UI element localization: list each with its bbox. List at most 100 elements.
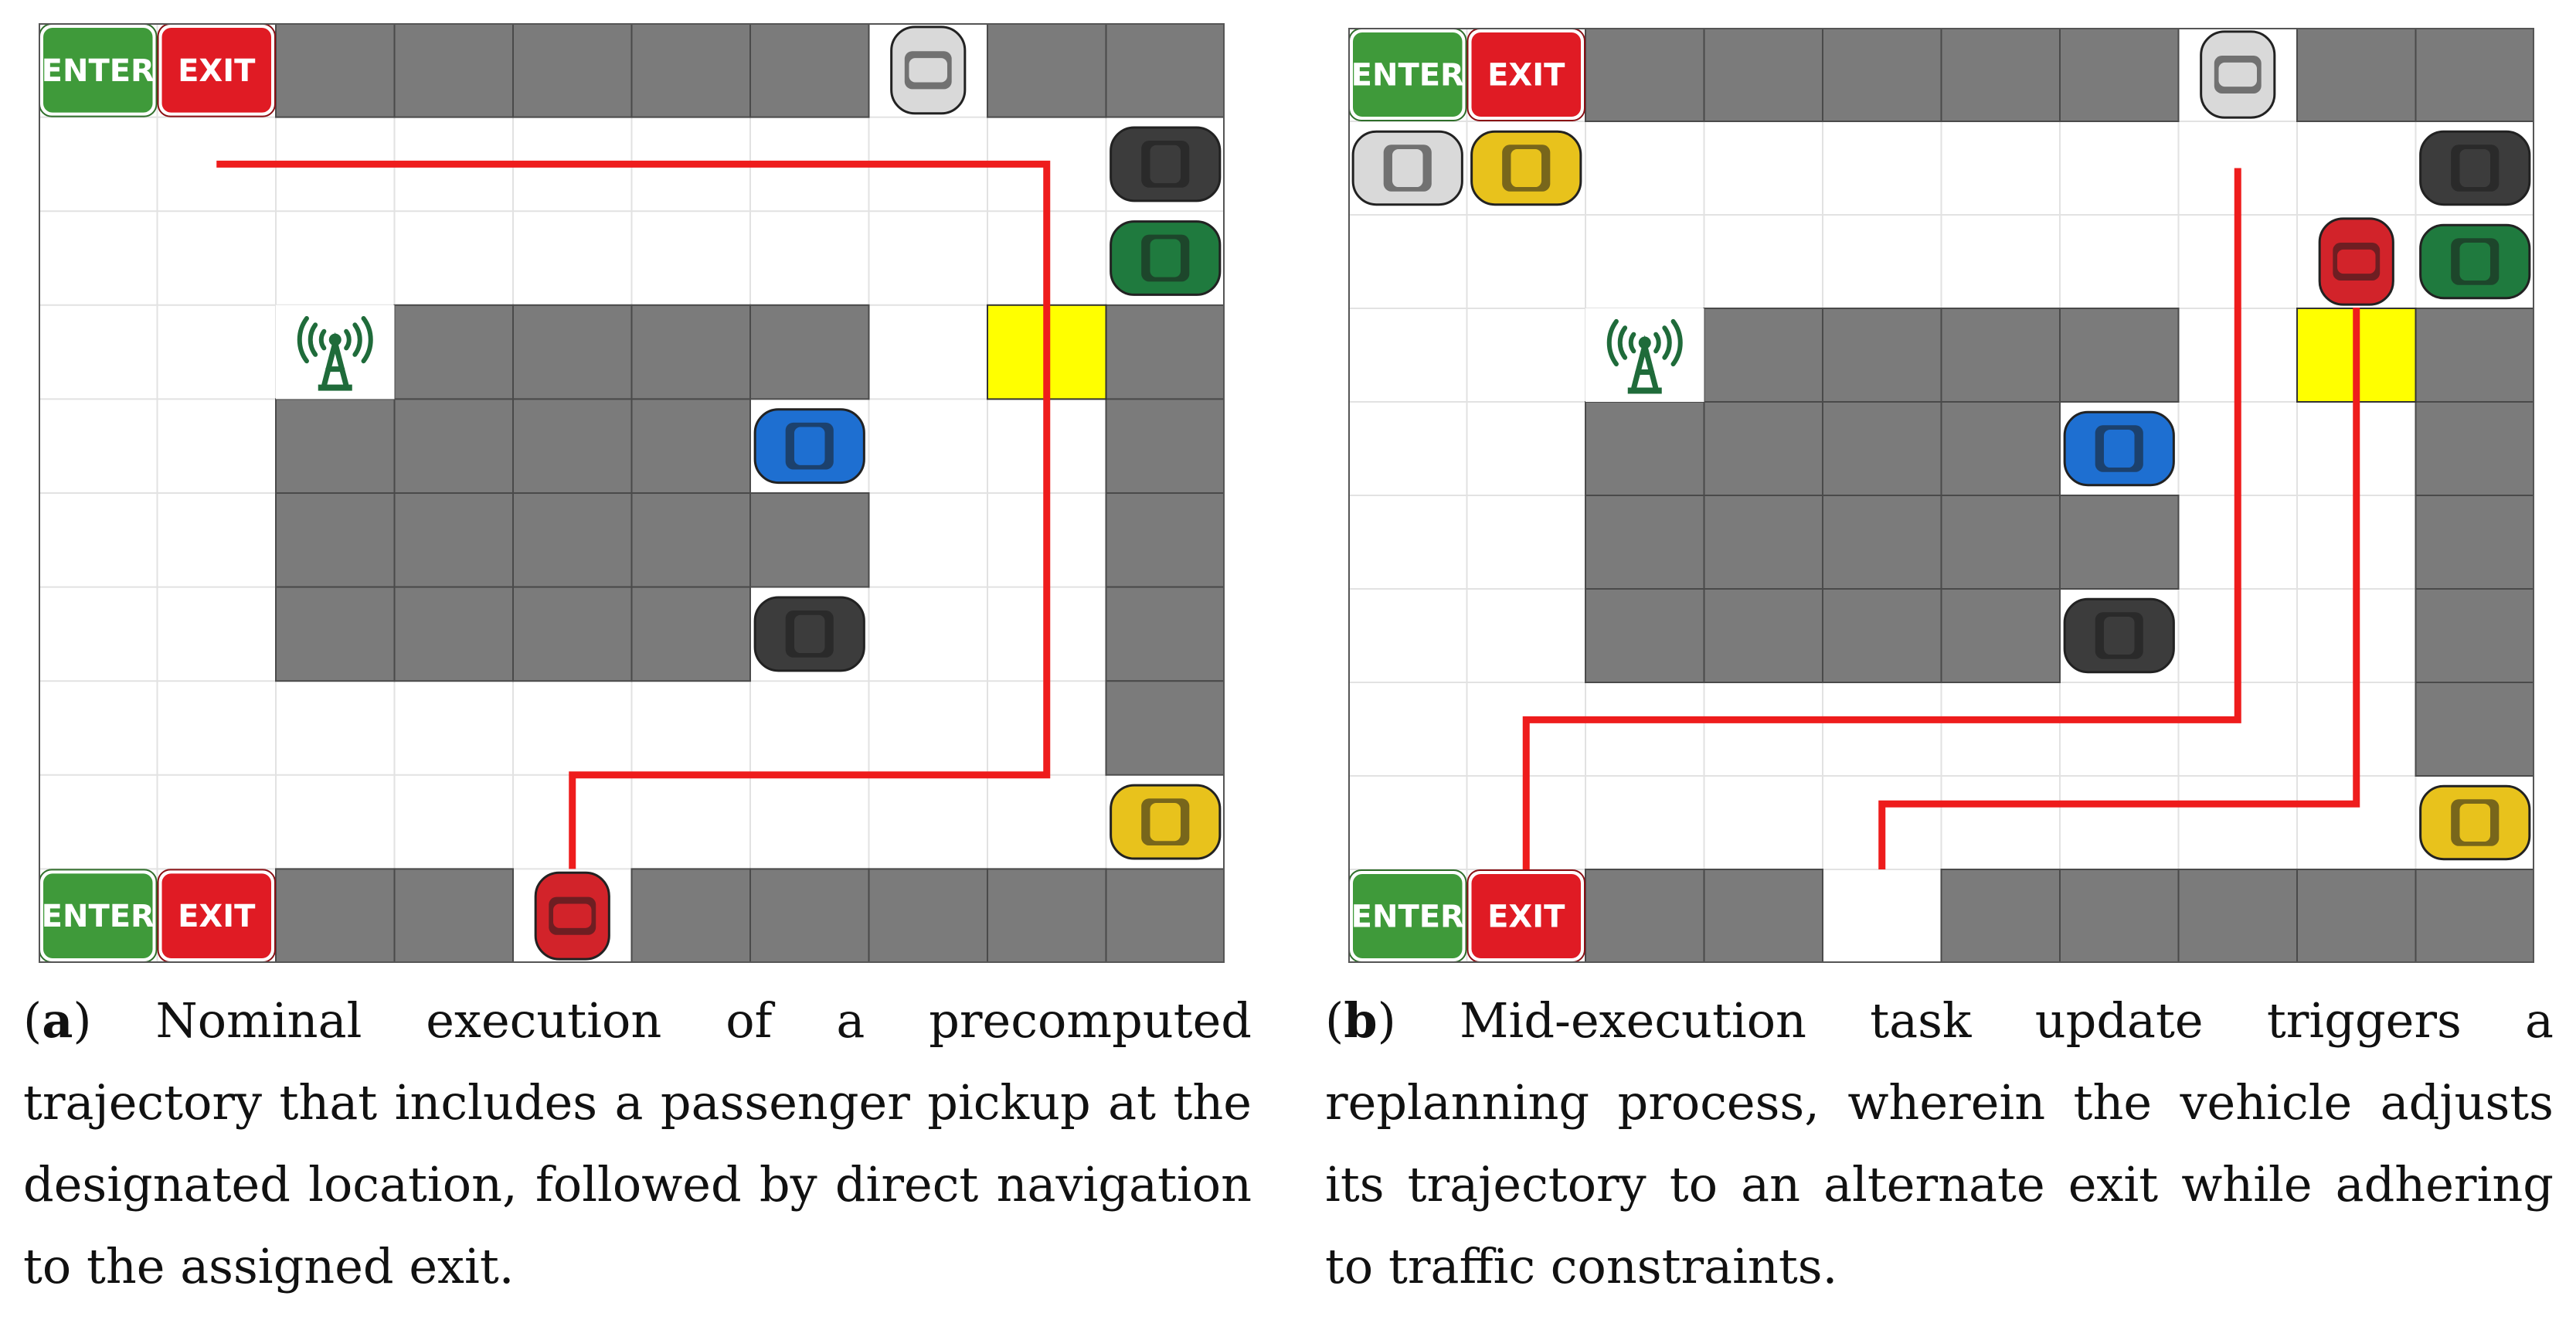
wall-cell (393, 23, 514, 118)
wall-cell (749, 23, 870, 118)
car-icon (2179, 29, 2296, 121)
wall-cell (1822, 401, 1942, 496)
car-icon (2061, 403, 2178, 495)
wall-cell (1703, 28, 1823, 122)
parking-grid-a: ENTER EXIT ENTER EXIT (39, 23, 1225, 963)
enter-sign: ENTER (1348, 869, 1467, 963)
exit-sign: EXIT (1466, 869, 1585, 963)
car-icon (2416, 216, 2534, 308)
wall-cell (275, 586, 396, 682)
antenna-tower-icon (276, 304, 395, 400)
wall-cell (1105, 586, 1225, 682)
car-icon (1467, 122, 1585, 214)
car-icon (751, 400, 868, 492)
wall-cell (2415, 588, 2534, 683)
exit-sign: EXIT (157, 23, 276, 117)
car-icon (514, 869, 631, 962)
wall-cell (1585, 28, 1705, 122)
wall-cell (2296, 28, 2417, 122)
wall-cell (393, 586, 514, 682)
antenna-tower-icon (1585, 308, 1704, 402)
caption-b: (b) Mid-execution task update triggers a… (1325, 992, 2554, 1294)
wall-cell (2177, 869, 2298, 963)
caption-letter-b: b (1344, 992, 1378, 1049)
caption-a: (a) Nominal execution of a precomputed t… (23, 992, 1252, 1294)
wall-cell (275, 492, 396, 588)
wall-cell (512, 23, 633, 118)
caption-text-b: Mid-execution task update triggers a rep… (1325, 992, 2554, 1294)
wall-cell (2059, 28, 2180, 122)
wall-cell (1822, 495, 1942, 590)
wall-cell (2415, 308, 2534, 403)
enter-sign-label: ENTER (42, 53, 155, 89)
wall-cell (749, 868, 870, 963)
wall-cell (512, 586, 633, 682)
wall-cell (630, 23, 751, 118)
wall-cell (1822, 28, 1942, 122)
wall-cell (1703, 588, 1823, 683)
wall-cell (1940, 588, 2061, 683)
wall-cell (512, 492, 633, 588)
wall-cell (1940, 869, 2061, 963)
wall-cell (1940, 28, 2061, 122)
wall-cell (275, 23, 396, 118)
panel-a: ENTER EXIT ENTER EXIT (39, 23, 1225, 963)
wall-cell (2059, 869, 2180, 963)
wall-cell (630, 586, 751, 682)
caption-text-a: Nominal execution of a precomputed traje… (23, 992, 1252, 1294)
wall-cell (1105, 304, 1225, 400)
enter-sign-label: ENTER (1351, 58, 1464, 94)
route-path-1 (1522, 168, 2241, 869)
wall-cell (1822, 588, 1942, 683)
wall-cell (868, 868, 988, 963)
enter-sign: ENTER (39, 869, 158, 963)
exit-sign-label: EXIT (1487, 900, 1565, 935)
car-icon (1106, 117, 1224, 211)
wall-cell (1585, 401, 1705, 496)
car-icon (1106, 212, 1224, 304)
car-icon (2416, 122, 2534, 214)
car-icon (751, 587, 868, 681)
wall-cell (1703, 869, 1823, 963)
car-icon (2298, 216, 2415, 308)
wall-cell (1703, 401, 1823, 496)
wall-cell (749, 492, 870, 588)
wall-cell (1105, 23, 1225, 118)
wall-cell (2296, 869, 2417, 963)
car-icon (2416, 777, 2534, 869)
route-path-1 (216, 160, 1051, 869)
wall-cell (275, 868, 396, 963)
wall-cell (1105, 492, 1225, 588)
wall-cell (2059, 308, 2180, 403)
wall-cell (512, 398, 633, 494)
wall-cell (512, 304, 633, 400)
wall-cell (393, 868, 514, 963)
enter-sign-label: ENTER (42, 899, 155, 934)
wall-cell (1822, 308, 1942, 403)
wall-cell (630, 398, 751, 494)
wall-cell (1105, 868, 1225, 963)
enter-sign: ENTER (1348, 28, 1467, 121)
wall-cell (630, 492, 751, 588)
exit-sign: EXIT (157, 869, 276, 963)
grid-border (1348, 28, 2534, 963)
wall-cell (393, 492, 514, 588)
exit-sign-label: EXIT (178, 53, 256, 89)
wall-cell (1703, 308, 1823, 403)
wall-cell (2415, 28, 2534, 122)
exit-sign: EXIT (1466, 28, 1585, 121)
wall-cell (2415, 495, 2534, 590)
exit-sign-label: EXIT (178, 899, 256, 934)
wall-cell (2415, 401, 2534, 496)
wall-cell (1105, 398, 1225, 494)
car-icon (2061, 590, 2178, 682)
wall-cell (2415, 682, 2534, 777)
wall-cell (1940, 401, 2061, 496)
caption-letter-a: a (42, 992, 73, 1049)
wall-cell (987, 868, 1107, 963)
wall-cell (393, 304, 514, 400)
wall-cell (275, 398, 396, 494)
car-icon (1349, 122, 1466, 214)
